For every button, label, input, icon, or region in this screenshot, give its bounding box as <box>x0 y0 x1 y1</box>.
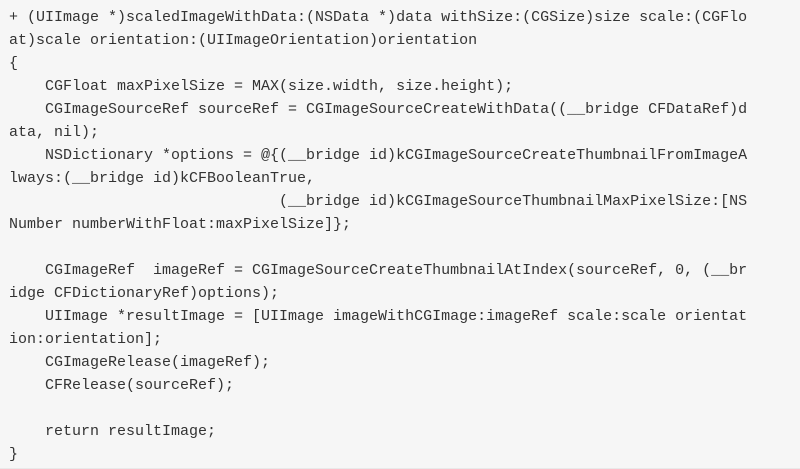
code-line: idge CFDictionaryRef)options); <box>9 285 280 302</box>
code-line: return resultImage; <box>9 423 217 440</box>
code-line: lways:(__bridge id)kCFBooleanTrue, <box>9 170 316 187</box>
code-line: ata, nil); <box>9 124 100 141</box>
code-line: CGImageRef imageRef = CGImageSourceCreat… <box>9 262 748 279</box>
code-line: Number numberWithFloat:maxPixelSize]}; <box>9 216 352 233</box>
code-line: ion:orientation]; <box>9 331 163 348</box>
code-line: CFRelease(sourceRef); <box>9 377 235 394</box>
code-line: { <box>9 55 19 72</box>
code-line <box>9 236 800 259</box>
code-line: UIImage *resultImage = [UIImage imageWit… <box>9 308 748 325</box>
code-line: NSDictionary *options = @{(__bridge id)k… <box>9 147 748 164</box>
code-line: CGImageSourceRef sourceRef = CGImageSour… <box>9 101 748 118</box>
code-line: (__bridge id)kCGImageSourceThumbnailMaxP… <box>9 193 748 210</box>
code-line: } <box>9 446 19 463</box>
code-line: + (UIImage *)scaledImageWithData:(NSData… <box>9 9 748 26</box>
code-line: at)scale orientation:(UIImageOrientation… <box>9 32 478 49</box>
code-line: CGFloat maxPixelSize = MAX(size.width, s… <box>9 78 514 95</box>
code-line <box>9 397 800 420</box>
code-line: CGImageRelease(imageRef); <box>9 354 271 371</box>
